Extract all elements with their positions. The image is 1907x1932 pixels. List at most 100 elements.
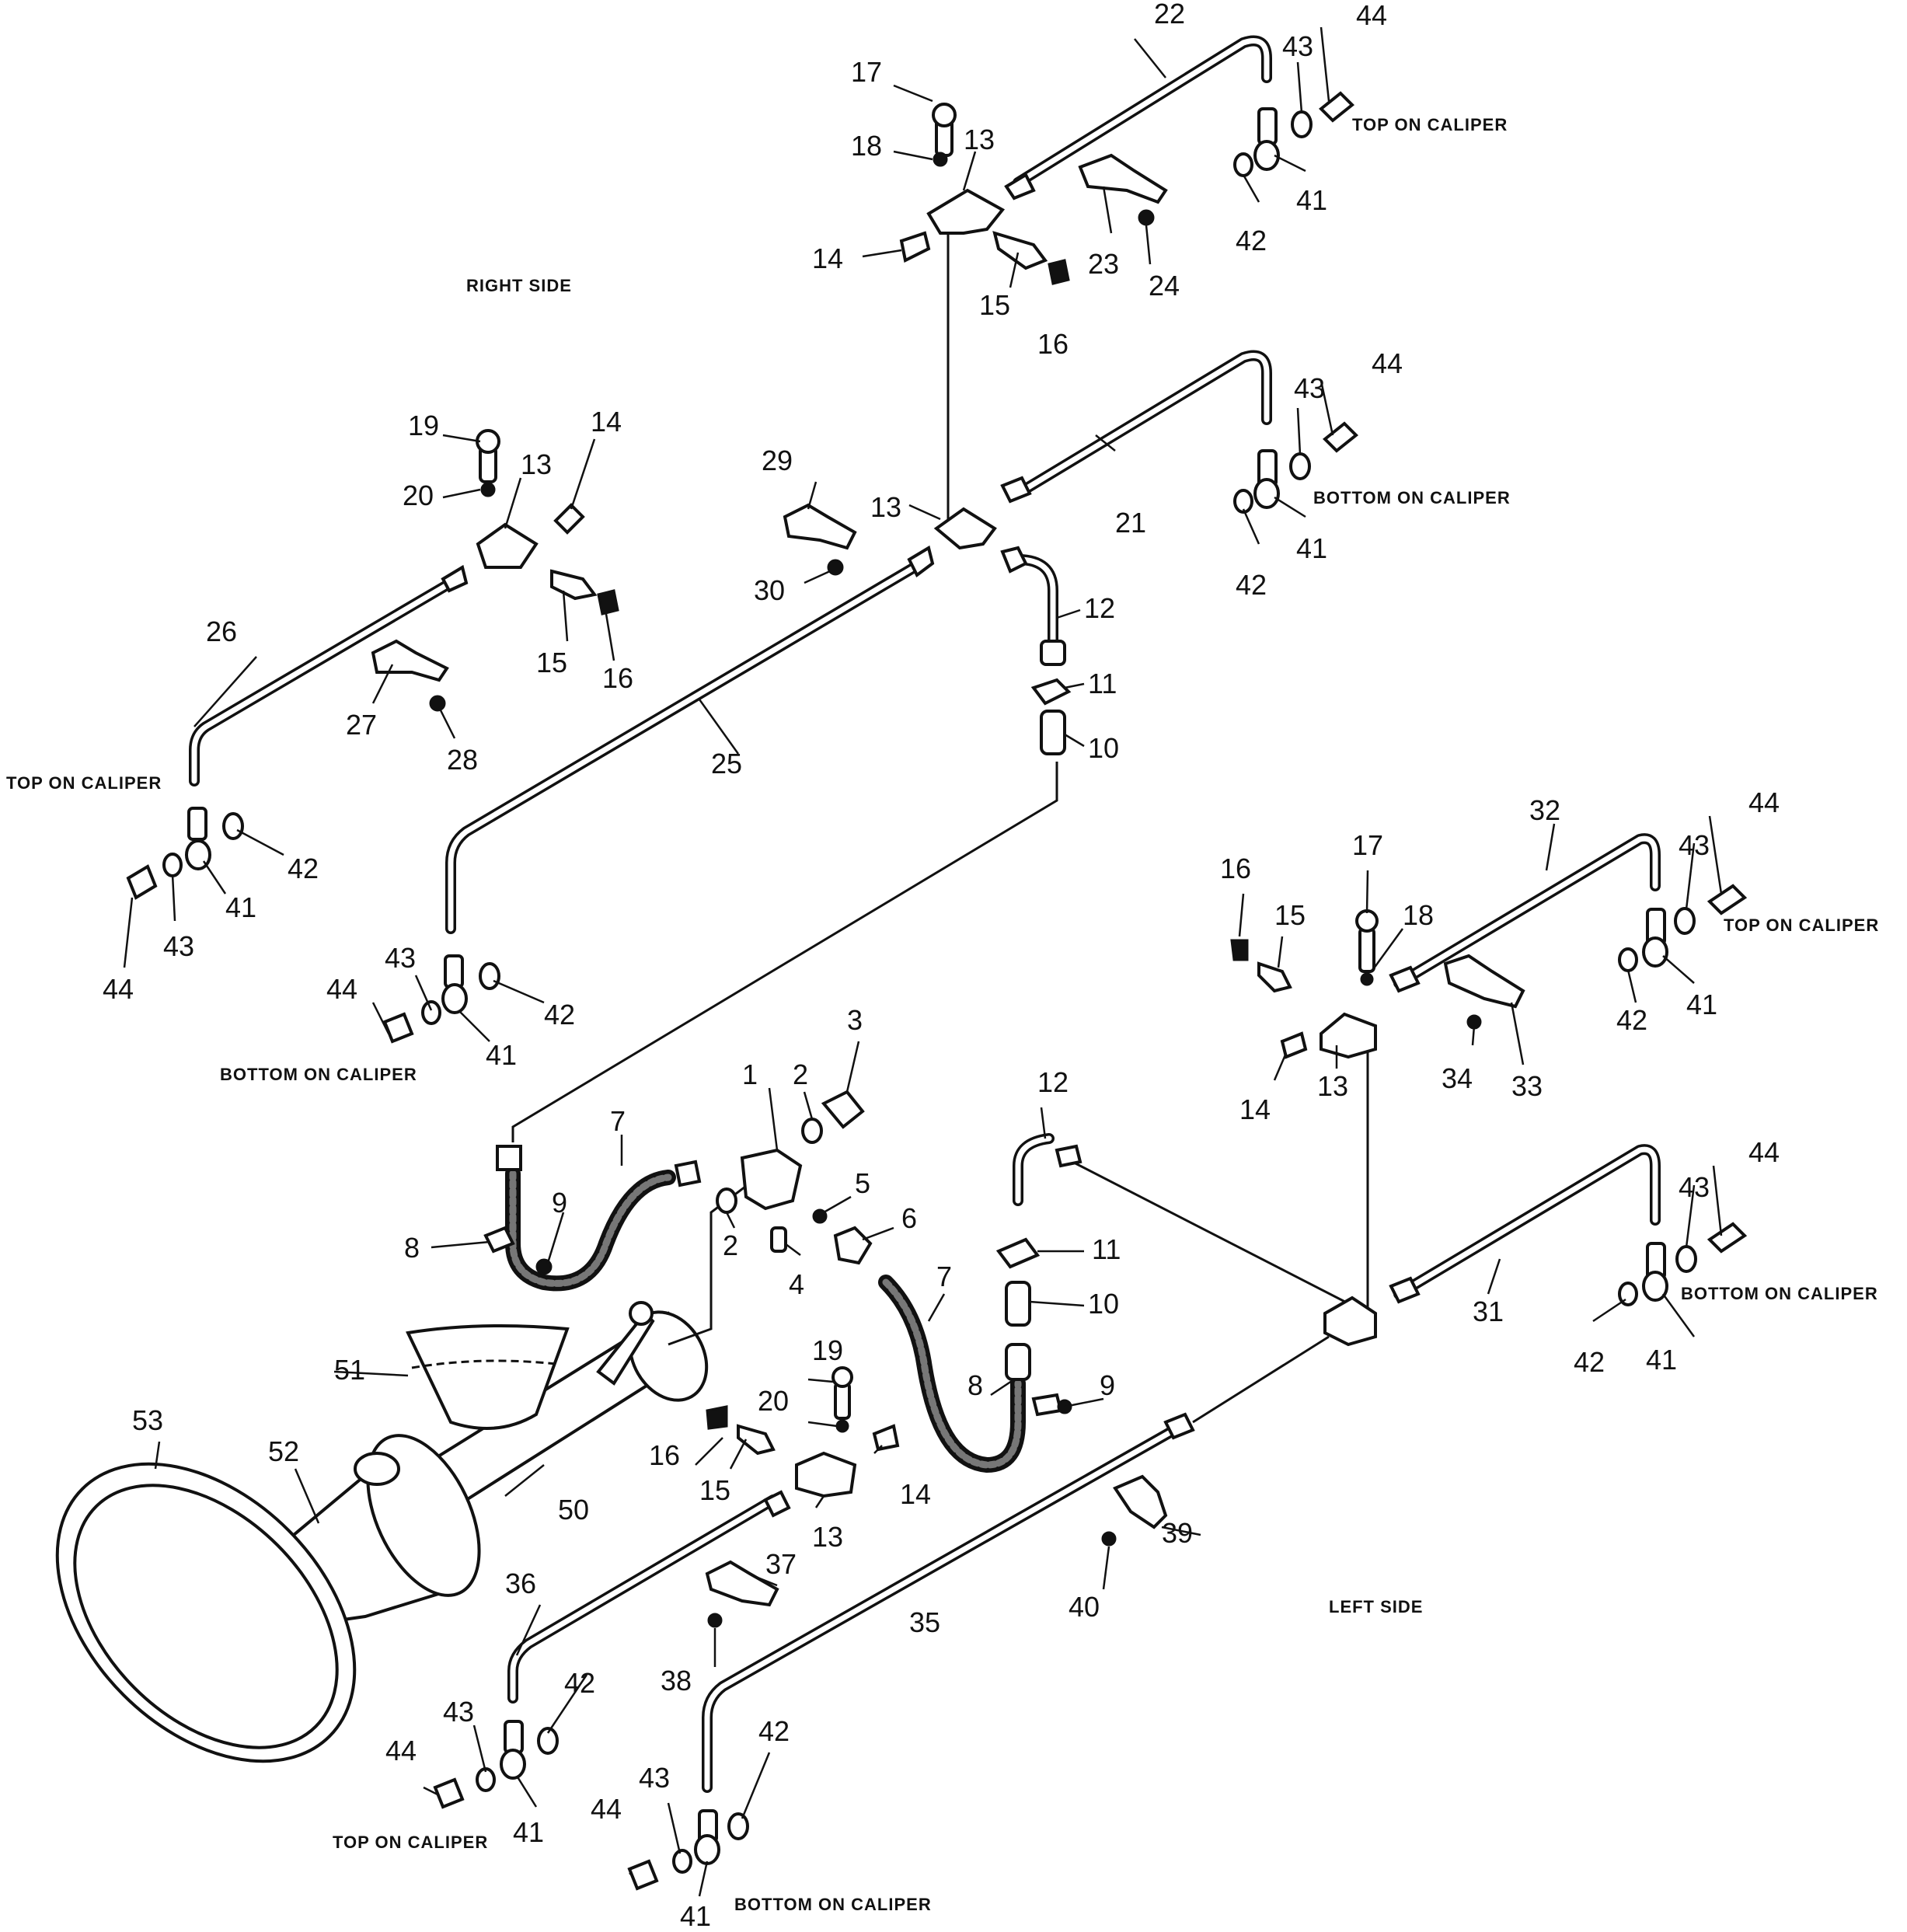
- caliper-label-bottom-4: BOTTOM ON CALIPER: [734, 1895, 932, 1914]
- callout-42: 42: [288, 853, 319, 884]
- callout-14: 14: [812, 242, 843, 274]
- callout-37: 37: [765, 1548, 797, 1580]
- callout-13: 13: [812, 1521, 843, 1553]
- callout-33: 33: [1511, 1070, 1543, 1102]
- callout-43: 43: [1282, 30, 1313, 62]
- callout-42: 42: [564, 1667, 595, 1699]
- callout-30: 30: [754, 574, 785, 606]
- callout-15: 15: [536, 647, 567, 678]
- fittings: [371, 103, 1525, 1628]
- callout-4: 4: [789, 1268, 804, 1300]
- callout-44: 44: [1748, 786, 1780, 818]
- callout-42: 42: [1236, 225, 1267, 256]
- callout-43: 43: [385, 942, 416, 974]
- callout-27: 27: [346, 709, 377, 741]
- callout-17: 17: [851, 56, 882, 88]
- callout-8: 8: [967, 1369, 983, 1401]
- callout-43: 43: [163, 930, 194, 962]
- callout-36: 36: [505, 1568, 536, 1599]
- callout-8: 8: [404, 1232, 420, 1264]
- callout-43: 43: [1294, 372, 1325, 404]
- callout-14: 14: [591, 406, 622, 438]
- callout-25: 25: [711, 748, 742, 779]
- callout-16: 16: [649, 1439, 680, 1471]
- callout-41: 41: [513, 1816, 544, 1848]
- callout-28: 28: [447, 744, 478, 776]
- callout-23: 23: [1088, 248, 1119, 280]
- callout-2: 2: [723, 1229, 738, 1261]
- callout-12: 12: [1037, 1066, 1069, 1098]
- callout-6: 6: [901, 1202, 917, 1234]
- callout-39: 39: [1162, 1517, 1193, 1549]
- caliper-label-top-1: TOP ON CALIPER: [1352, 115, 1508, 134]
- caliper-label-bottom-3: BOTTOM ON CALIPER: [1681, 1284, 1878, 1303]
- callout-7: 7: [610, 1105, 626, 1137]
- callout-9: 9: [1100, 1369, 1115, 1401]
- callout-44: 44: [1748, 1136, 1780, 1168]
- caliper-label-top-3: TOP ON CALIPER: [1724, 915, 1879, 935]
- callout-13: 13: [964, 124, 995, 155]
- callout-40: 40: [1069, 1591, 1100, 1623]
- callout-41: 41: [1646, 1344, 1677, 1376]
- callout-13: 13: [1317, 1070, 1348, 1102]
- callout-13: 13: [521, 448, 552, 480]
- caliper-label-top-2: TOP ON CALIPER: [6, 773, 162, 793]
- callout-24: 24: [1149, 270, 1180, 302]
- callout-13: 13: [870, 491, 901, 523]
- caliper-label-top-4: TOP ON CALIPER: [333, 1833, 488, 1852]
- leader-lines: [123, 26, 1723, 1897]
- callout-44: 44: [1356, 0, 1387, 31]
- callout-16: 16: [602, 662, 633, 694]
- callout-20: 20: [758, 1385, 789, 1417]
- callout-42: 42: [1236, 569, 1267, 601]
- callout-43: 43: [1679, 1171, 1710, 1203]
- callout-22: 22: [1154, 0, 1185, 30]
- callout-41: 41: [1296, 532, 1327, 564]
- callout-10: 10: [1088, 1288, 1119, 1320]
- callout-42: 42: [544, 999, 575, 1031]
- callout-32: 32: [1529, 794, 1560, 826]
- callout-18: 18: [1403, 899, 1434, 931]
- callout-44: 44: [591, 1793, 622, 1825]
- callout-44: 44: [103, 973, 134, 1005]
- callout-43: 43: [639, 1762, 670, 1794]
- callout-19: 19: [408, 410, 439, 441]
- callout-16: 16: [1220, 853, 1251, 884]
- left-side-label: LEFT SIDE: [1329, 1597, 1423, 1616]
- callout-43: 43: [443, 1696, 474, 1728]
- callout-41: 41: [486, 1039, 517, 1071]
- callout-15: 15: [1274, 899, 1306, 931]
- callout-15: 15: [699, 1474, 730, 1506]
- callout-16: 16: [1037, 328, 1069, 360]
- callout-17: 17: [1352, 829, 1383, 861]
- callout-20: 20: [403, 480, 434, 511]
- callout-12: 12: [1084, 592, 1115, 624]
- thin-lines: [511, 229, 1369, 1424]
- callout-18: 18: [851, 130, 882, 162]
- callout-34: 34: [1442, 1062, 1473, 1094]
- caliper-label-bottom-2: BOTTOM ON CALIPER: [220, 1065, 417, 1084]
- callout-43: 43: [1679, 829, 1710, 861]
- callout-41: 41: [1296, 184, 1327, 216]
- callout-44: 44: [1372, 347, 1403, 379]
- callout-31: 31: [1473, 1296, 1504, 1327]
- brake-tubes: [189, 35, 1661, 1793]
- callout-19: 19: [812, 1334, 843, 1366]
- callout-1: 1: [742, 1058, 758, 1090]
- callout-3: 3: [847, 1004, 863, 1036]
- callout-51: 51: [334, 1354, 365, 1386]
- caliper-label-bottom-1: BOTTOM ON CALIPER: [1313, 488, 1511, 507]
- callout-9: 9: [552, 1187, 567, 1219]
- axle-assembly: [55, 1301, 709, 1763]
- callout-35: 35: [909, 1606, 940, 1638]
- callout-29: 29: [762, 445, 793, 476]
- callout-44: 44: [385, 1735, 417, 1766]
- callout-44: 44: [326, 973, 357, 1005]
- callout-21: 21: [1115, 507, 1146, 539]
- callout-2: 2: [793, 1058, 808, 1090]
- callout-14: 14: [1239, 1093, 1271, 1125]
- callout-52: 52: [268, 1435, 299, 1467]
- callout-53: 53: [132, 1404, 163, 1436]
- callout-26: 26: [206, 616, 237, 647]
